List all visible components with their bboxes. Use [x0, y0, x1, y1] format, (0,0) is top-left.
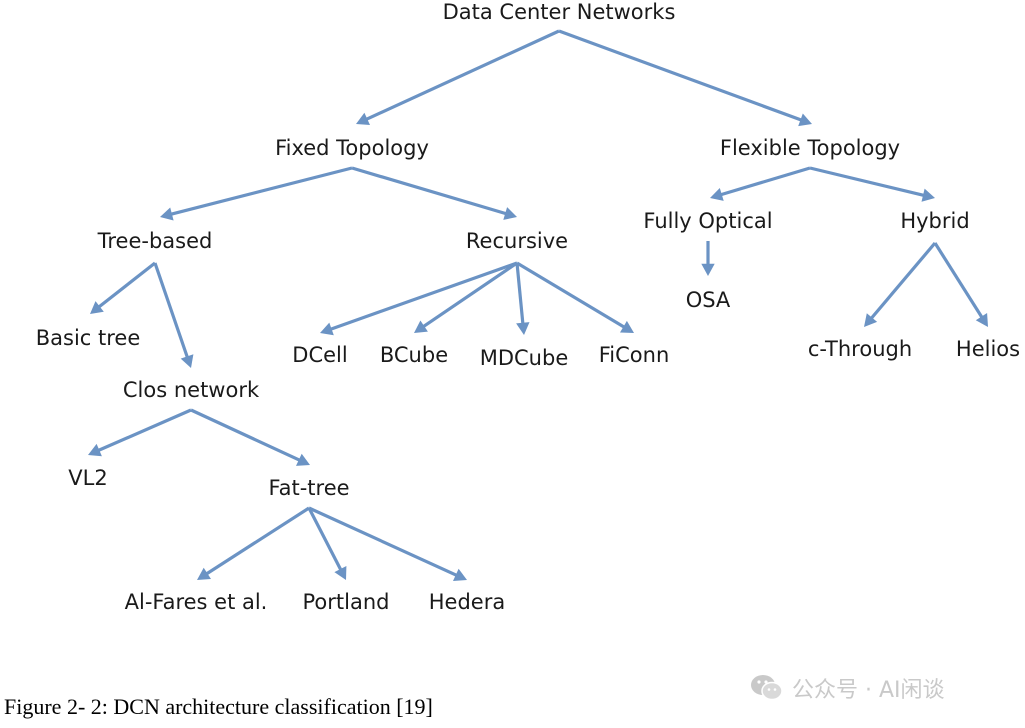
edge-fullyopt-to-osa	[701, 241, 715, 276]
arrowhead-icon	[320, 322, 334, 336]
node-fattree: Fat-tree	[268, 476, 349, 500]
edge-line	[308, 506, 460, 578]
edge-flexible-to-hybrid	[809, 166, 935, 202]
edge-line	[351, 166, 509, 216]
arrowhead-icon	[197, 567, 211, 580]
node-dcn: Data Center Networks	[443, 0, 676, 24]
arrowhead-icon	[414, 320, 428, 333]
arrowhead-icon	[864, 313, 878, 327]
node-dcell: DCell	[292, 343, 347, 367]
arrowhead-icon	[620, 320, 634, 333]
edge-line	[868, 241, 937, 322]
node-basictree: Basic tree	[36, 326, 141, 350]
arrowhead-icon	[798, 113, 812, 127]
edges-layer	[88, 29, 988, 581]
node-ficonn: FiConn	[599, 343, 670, 367]
edge-fattree-to-portland	[307, 507, 347, 580]
edge-recursive-to-ficonn	[516, 261, 634, 333]
node-tree: Tree-based	[97, 229, 213, 253]
edge-clos-to-fattree	[190, 408, 310, 466]
edge-fattree-to-alfares	[197, 506, 310, 580]
edge-hybrid-to-cthrough	[864, 241, 937, 327]
edge-line	[363, 29, 560, 122]
edge-line	[327, 261, 518, 332]
arrowhead-icon	[334, 566, 347, 580]
edge-line	[515, 262, 525, 327]
node-cthrough: c-Through	[808, 337, 912, 361]
edge-fixed-to-recursive	[351, 166, 517, 220]
node-fixed: Fixed Topology	[275, 136, 429, 160]
node-fullyopt: Fully Optical	[643, 209, 772, 233]
node-hedera: Hedera	[429, 590, 505, 614]
edge-line	[558, 29, 805, 123]
arrowhead-icon	[180, 354, 194, 368]
edge-line	[153, 262, 190, 361]
edge-tree-to-clos	[153, 262, 194, 368]
arrowhead-icon	[90, 301, 104, 314]
node-flexible: Flexible Topology	[720, 136, 900, 160]
edge-dcn-to-fixed	[356, 29, 560, 125]
edge-dcn-to-flexible	[558, 29, 812, 127]
node-clos: Clos network	[123, 378, 260, 402]
edge-recursive-to-mdcube	[515, 262, 530, 335]
arrowhead-icon	[296, 453, 310, 466]
arrowhead-icon	[503, 207, 517, 220]
watermark-text: 公众号 · AI闲谈	[792, 678, 945, 703]
arrowhead-icon	[160, 207, 174, 221]
arrowhead-icon	[516, 322, 530, 335]
arrowhead-icon	[710, 188, 724, 201]
node-mdcube: MDCube	[480, 346, 569, 370]
edge-line	[718, 166, 811, 197]
arrowhead-icon	[921, 188, 935, 202]
edge-line	[516, 261, 628, 330]
node-portland: Portland	[303, 590, 390, 614]
edge-recursive-to-bcube	[414, 261, 518, 333]
edge-clos-to-vl2	[88, 408, 192, 457]
node-vl2: VL2	[68, 466, 107, 490]
edge-line	[203, 506, 310, 577]
node-hybrid: Hybrid	[900, 209, 969, 233]
arrowhead-icon	[88, 443, 102, 457]
edge-line	[307, 507, 344, 573]
node-helios: Helios	[956, 337, 1020, 361]
edge-line	[168, 166, 353, 217]
watermark: 公众号 · AI闲谈	[750, 672, 945, 704]
edge-line	[933, 242, 985, 321]
edge-recursive-to-dcell	[320, 261, 518, 336]
node-alfares: Al-Fares et al.	[125, 590, 268, 614]
figure-caption: Figure 2- 2: DCN architecture classifica…	[4, 694, 433, 719]
edge-line	[420, 261, 518, 330]
edge-line	[190, 408, 303, 463]
edge-line	[96, 261, 156, 310]
edge-hybrid-to-helios	[933, 242, 988, 327]
edge-flexible-to-fullyopt	[710, 166, 811, 201]
arrowhead-icon	[701, 263, 715, 276]
edge-line	[95, 408, 192, 453]
node-bcube: BCube	[380, 343, 448, 367]
node-recursive: Recursive	[466, 229, 568, 253]
arrowhead-icon	[453, 568, 467, 581]
arrowhead-icon	[975, 313, 988, 327]
wechat-icon	[751, 675, 783, 701]
edge-tree-to-basictree	[90, 261, 156, 314]
node-osa: OSA	[686, 288, 731, 312]
edge-fixed-to-tree	[160, 166, 353, 221]
edge-line	[809, 166, 927, 198]
arrowhead-icon	[356, 112, 370, 125]
edge-fattree-to-hedera	[308, 506, 467, 581]
